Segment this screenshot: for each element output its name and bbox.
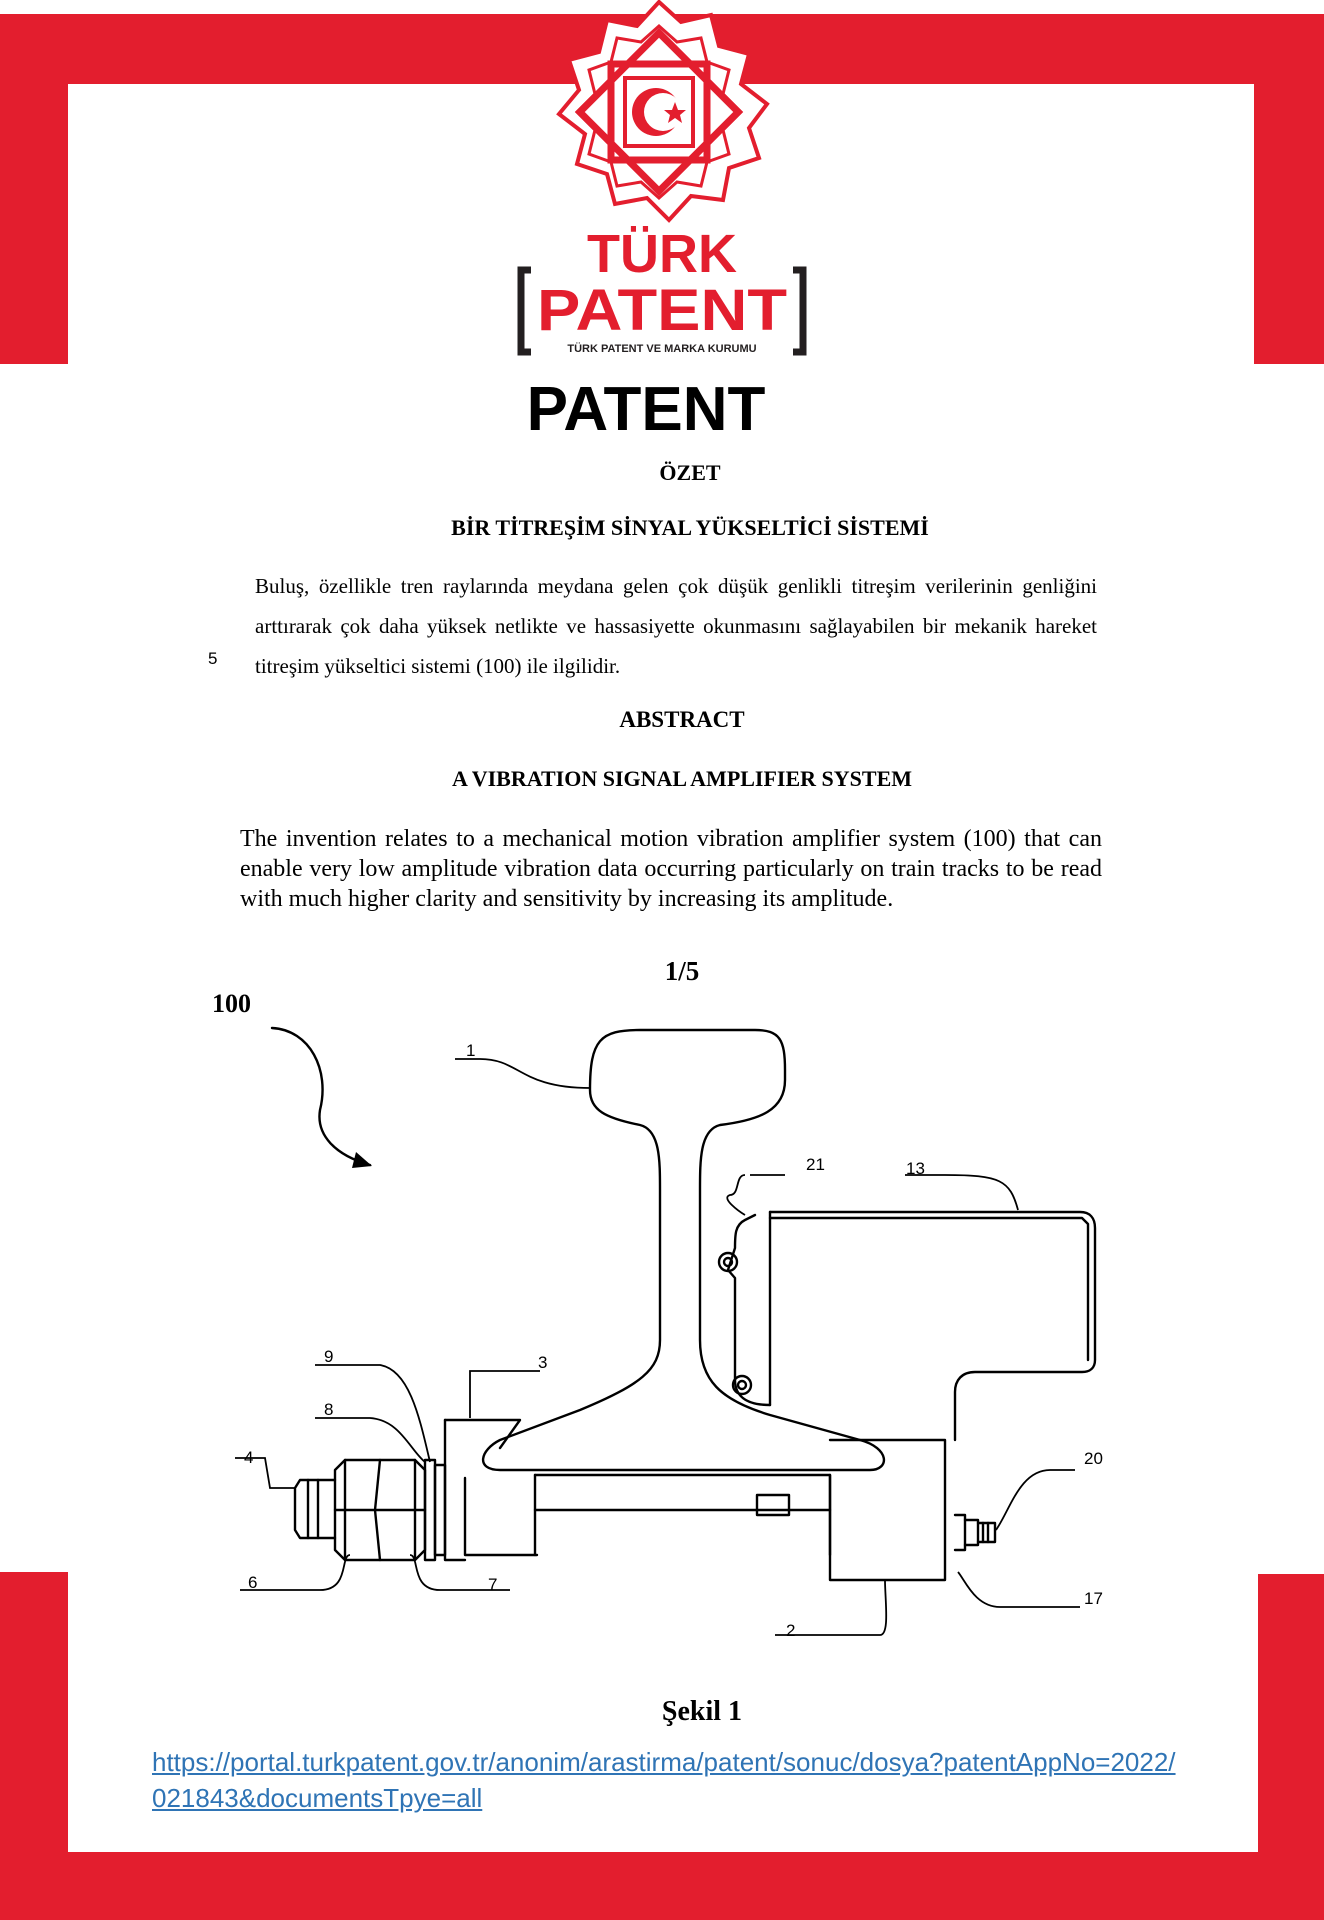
turkish-invention-title: BİR TİTREŞİM SİNYAL YÜKSELTİCİ SİSTEMİ: [451, 515, 929, 540]
part-label-20: 20: [1084, 1449, 1103, 1468]
turkish-abstract-text: Buluş, özellikle tren raylarında meydana…: [255, 574, 1097, 678]
turk-patent-logo: TÜRK PATENT TÜRK PATENT VE MARKA KURUMU: [517, 224, 807, 356]
red-frame-bottom-right: [1258, 1574, 1324, 1920]
part-label-1: 1: [466, 1041, 475, 1060]
crescent-star-emblem-icon: [556, 0, 770, 223]
english-abstract-heading: ABSTRACT: [619, 707, 745, 732]
part-label-4: 4: [244, 1448, 253, 1467]
red-frame-bottom-left: [0, 1572, 68, 1920]
part-label-8: 8: [324, 1400, 333, 1419]
figure-page-number: 1/5: [664, 956, 700, 986]
document-title: PATENT: [526, 375, 766, 444]
english-invention-title: A VIBRATION SIGNAL AMPLIFIER SYSTEM: [451, 766, 913, 791]
red-frame-top-left: [0, 14, 68, 364]
figure-caption: Şekil 1: [661, 1696, 743, 1727]
patent-source-link[interactable]: https://portal.turkpatent.gov.tr/anonim/…: [152, 1747, 1176, 1813]
vibration-amplifier-drawing: 1 21 13 3 9 8 4 6 7 2 17 20 100: [212, 989, 1103, 1640]
part-label-6: 6: [248, 1573, 257, 1592]
logo-subtitle: TÜRK PATENT VE MARKA KURUMU: [567, 342, 756, 355]
system-label-100: 100: [212, 989, 251, 1018]
turkish-abstract-heading: ÖZET: [659, 460, 721, 485]
part-label-2: 2: [786, 1621, 795, 1640]
part-label-21: 21: [806, 1155, 825, 1174]
part-label-13: 13: [906, 1159, 925, 1178]
english-abstract-text: The invention relates to a mechanical mo…: [240, 826, 1102, 912]
logo-word-patent: PATENT: [537, 278, 787, 343]
part-label-9: 9: [324, 1347, 333, 1366]
logo-word-turk: TÜRK: [587, 224, 737, 284]
red-frame-bottom: [0, 1852, 1324, 1920]
part-label-3: 3: [538, 1353, 547, 1372]
line-number: 5: [208, 649, 218, 668]
red-frame-top-right: [1254, 14, 1324, 364]
part-label-7: 7: [488, 1575, 497, 1594]
part-label-17: 17: [1084, 1589, 1103, 1608]
